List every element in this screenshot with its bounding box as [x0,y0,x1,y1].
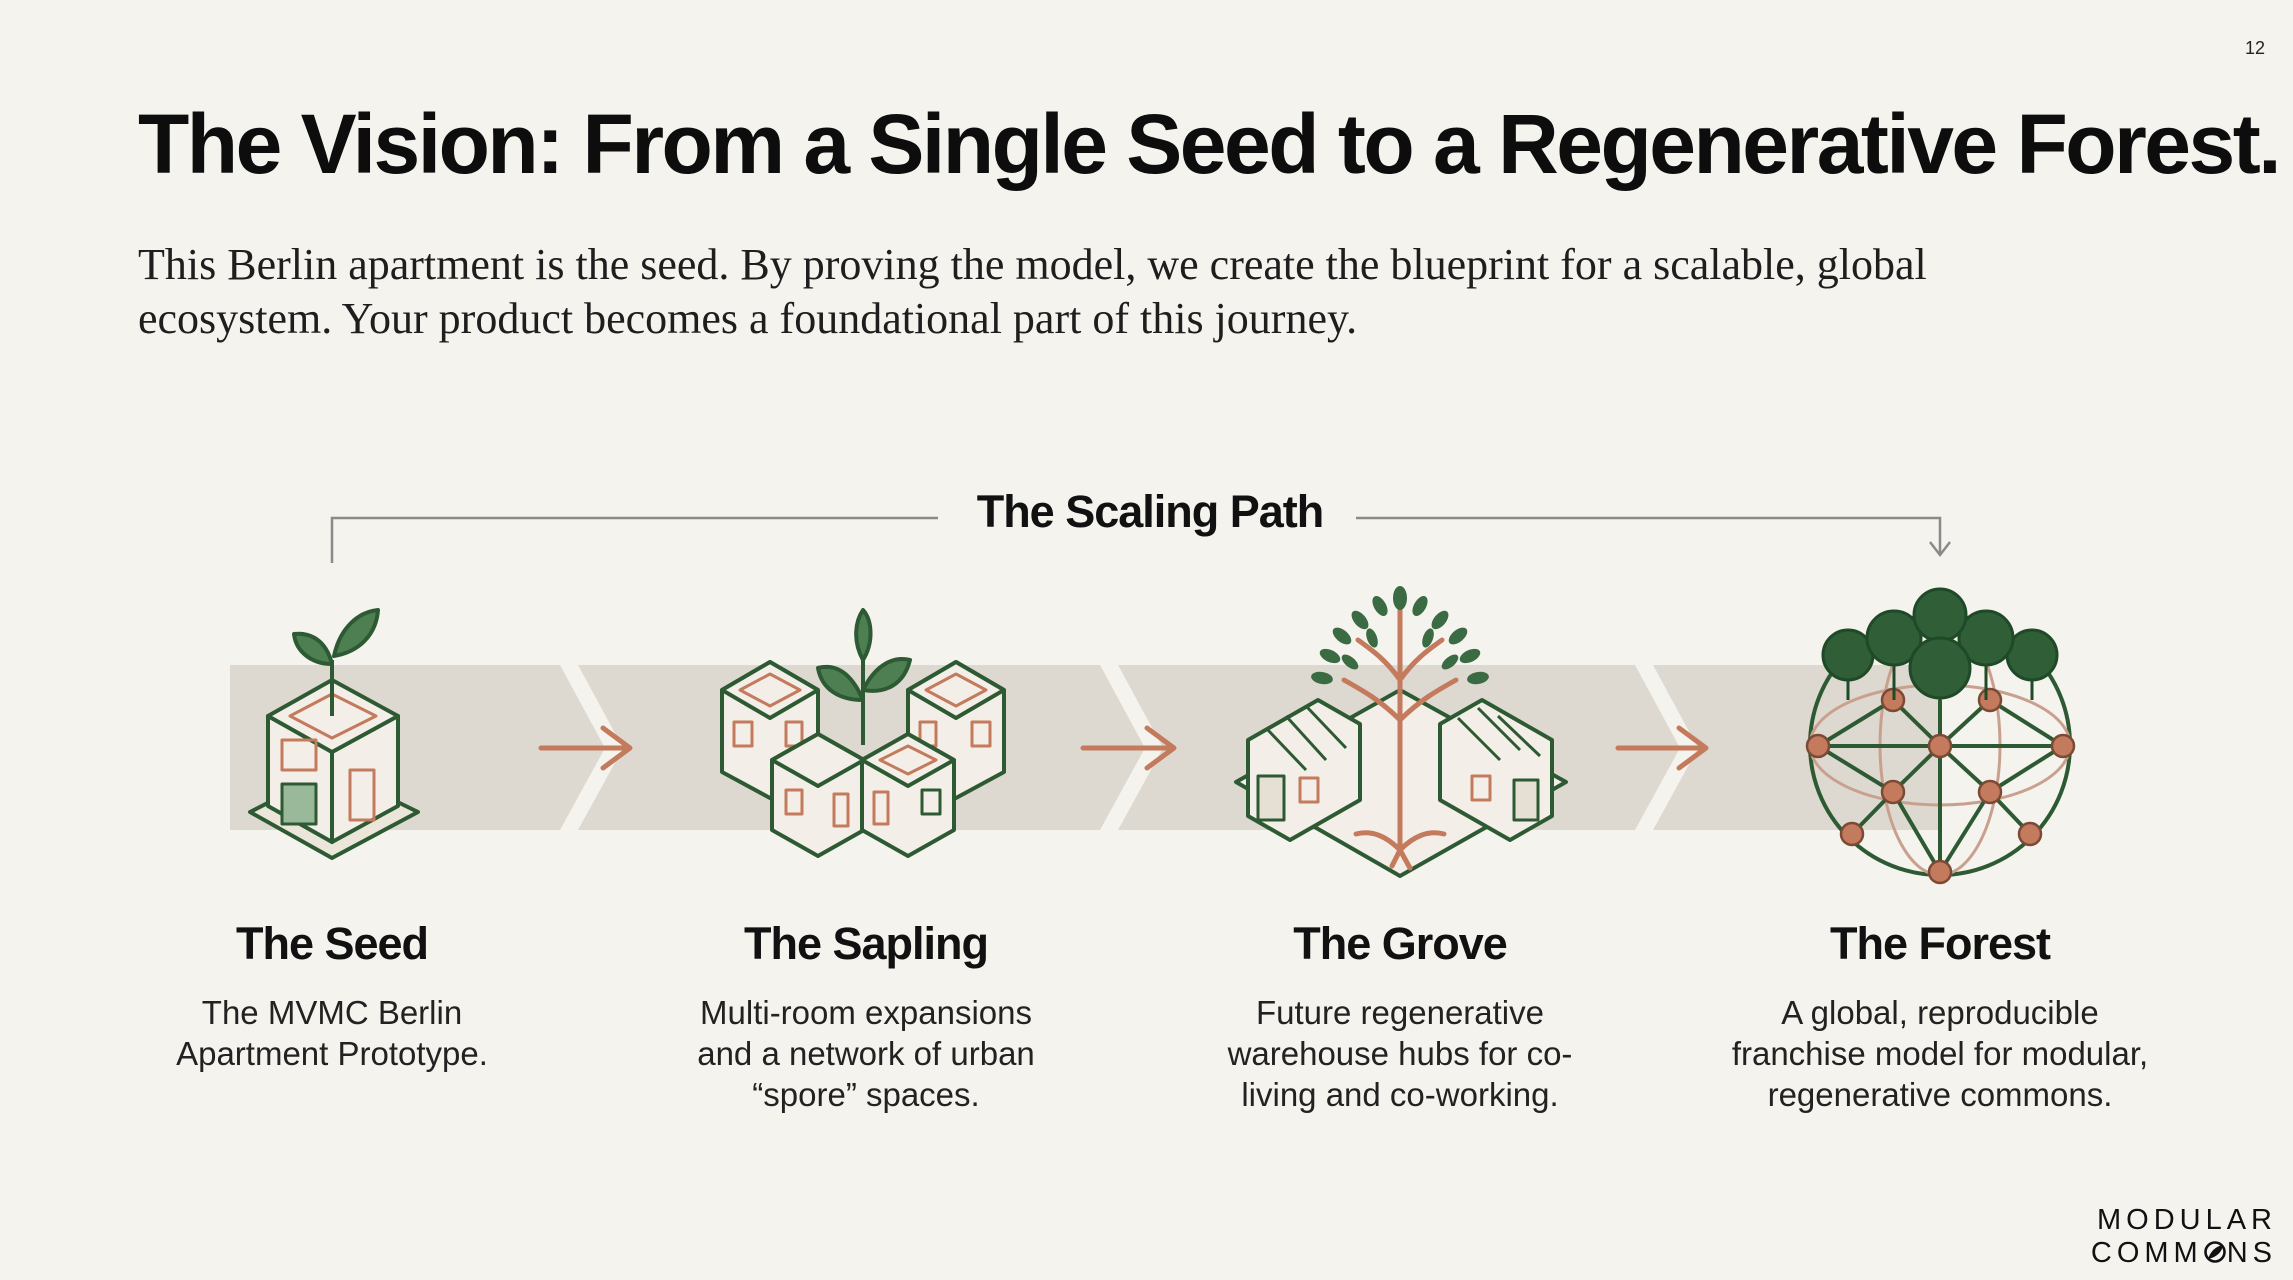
stage-title: The Sapling [743,918,989,969]
page-subtitle: This Berlin apartment is the seed. By pr… [138,240,1927,343]
page-title: The Vision: From a Single Seed to a Rege… [138,97,2282,191]
stage-description: Multi-room expansions and a network of u… [697,994,1035,1113]
stage-seed: The Seed The MVMC Berlin Apartment Proto… [72,918,592,1074]
leaf-o-icon [2203,1237,2227,1270]
stage-title: The Forest [1829,918,2051,969]
arrow-right-icon [538,725,633,771]
logo-line-1: MODULAR [2096,1204,2277,1236]
stage-description: The MVMC Berlin Apartment Prototype. [176,994,488,1072]
scaling-path-bracket [330,516,1951,563]
stage-title: The Grove [1293,918,1508,969]
building-cluster-icon [720,608,1006,858]
arrow-right-icon [1080,725,1177,771]
forest-globe-icon [1805,587,2076,885]
arrow-right-icon [1615,725,1709,771]
stage-description: A global, reproducible franchise model f… [1731,994,2149,1113]
stage-sapling: The Sapling Multi-room expansions and a … [606,918,1126,1115]
stage-description: Future regenerative warehouse hubs for c… [1227,994,1573,1113]
page-number: 12 [2244,38,2265,58]
seedling-icon [248,608,420,860]
tree-warehouse-icon [1234,586,1568,878]
scaling-path-label: The Scaling Path [976,486,1325,537]
stage-grove: The Grove Future regenerative warehouse … [1140,918,1660,1115]
stage-title: The Seed [235,918,429,969]
stage-forest: The Forest A global, reproducible franch… [1680,918,2200,1115]
